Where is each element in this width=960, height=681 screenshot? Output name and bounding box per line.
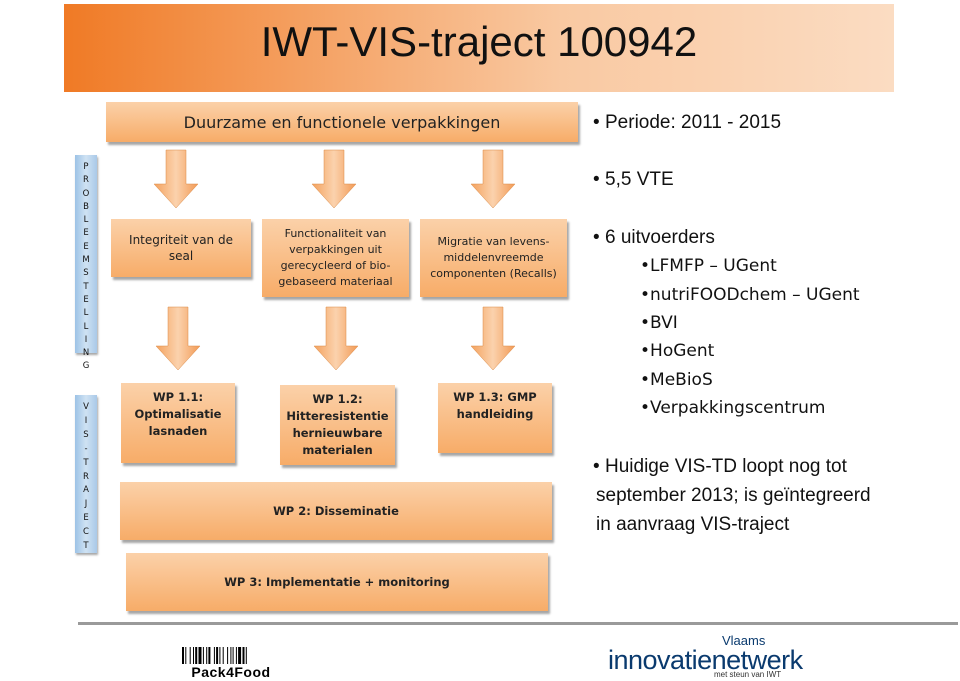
- bullet-periode: •Periode: 2011 - 2015: [593, 112, 782, 133]
- logo-vlaams: Vlaams: [722, 633, 766, 648]
- sub-bullet-verpakkingscentrum: •Verpakkingscentrum: [640, 398, 826, 418]
- probleemstelling-letter: G: [82, 361, 90, 372]
- probleemstelling-letter: N: [82, 348, 90, 359]
- wp-1-1-box: WP 1.1: Optimalisatie lasnaden: [121, 383, 235, 463]
- problem-box-functionality: Functionaliteit van verpakkingen uit ger…: [262, 219, 409, 297]
- vis-traject-letter: C: [83, 527, 89, 538]
- bullet-vistd-line1: •Huidige VIS-TD loopt nog tot: [593, 456, 847, 477]
- probleemstelling-letter: L: [83, 321, 89, 332]
- bullet-vistd-line2: september 2013; is geïntegreerd: [596, 485, 871, 506]
- probleemstelling-letter: T: [83, 281, 89, 292]
- sub-bullet-mebios: •MeBioS: [640, 370, 713, 390]
- vis-traject-letter: J: [84, 499, 88, 510]
- vis-traject-letter: T: [83, 457, 89, 468]
- vis-traject-letter: T: [83, 541, 89, 552]
- wp-1-2-box: WP 1.2: Hitteresistentie hernieuwbare ma…: [280, 385, 395, 465]
- diagram-header: Duurzame en functionele verpakkingen: [106, 102, 578, 142]
- vis-traject-letter: -: [84, 443, 88, 454]
- bullet-uitvoerders: •6 uitvoerders: [593, 227, 715, 248]
- barcode-label: Pack4Food: [182, 664, 280, 681]
- wp-1-3-box: WP 1.3: GMP handleiding: [438, 383, 552, 453]
- probleemstelling-letter: M: [82, 255, 90, 266]
- probleemstelling-letter: B: [83, 201, 89, 212]
- probleemstelling-letter: E: [83, 294, 89, 305]
- vis-traject-letter: V: [83, 402, 89, 412]
- logo-innovatienetwerk: innovatienetwerk: [608, 645, 803, 675]
- probleemstelling-letter: I: [84, 334, 88, 345]
- sub-bullet-nutrifoodchem: •nutriFOODchem – UGent: [640, 285, 860, 305]
- wp-2-box: WP 2: Disseminatie: [120, 482, 552, 540]
- sub-bullet-hogent: •HoGent: [640, 341, 715, 361]
- vis-traject-letter: E: [83, 513, 89, 524]
- probleemstelling-letter: O: [82, 188, 90, 199]
- vis-traject-letter: I: [84, 415, 88, 426]
- vis-traject-letter: R: [83, 471, 89, 482]
- probleemstelling-letter: L: [83, 215, 89, 226]
- probleemstelling-letter: E: [83, 228, 89, 239]
- probleemstelling-letter: L: [83, 308, 89, 319]
- footer-divider: [78, 622, 958, 625]
- probleemstelling-letter: P: [83, 162, 89, 172]
- vis-traject-letter: S: [83, 429, 89, 440]
- title-banner: [64, 4, 894, 92]
- probleemstelling-letter: S: [83, 268, 89, 279]
- vis-traject-letter: A: [83, 485, 89, 496]
- bullet-vte: •5,5 VTE: [593, 169, 674, 190]
- probleemstelling-letter: R: [83, 175, 89, 186]
- probleemstelling-letter: E: [83, 241, 89, 252]
- bullet-vistd-line3: in aanvraag VIS-traject: [596, 514, 790, 535]
- sub-bullet-bvi: •BVI: [640, 313, 678, 333]
- sub-bullet-lfmfp: •LFMFP – UGent: [640, 256, 777, 276]
- logo-tagline: met steun van IWT: [714, 670, 782, 679]
- wp-3-box: WP 3: Implementatie + monitoring: [126, 553, 548, 611]
- page-title: IWT-VIS-traject 100942: [260, 18, 698, 65]
- problem-box-migration: Migratie van levens-middelenvreemde comp…: [420, 219, 567, 297]
- problem-box-seal: Integriteit van de seal: [111, 219, 251, 277]
- barcode-logo-icon: [182, 647, 247, 667]
